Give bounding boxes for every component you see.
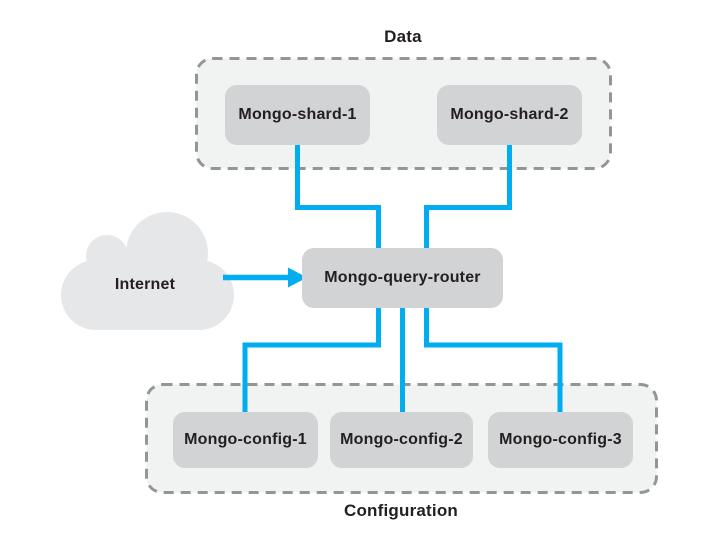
connector-shard1-router [295, 144, 381, 250]
configuration-group-label: Configuration [343, 501, 459, 520]
connector-router-config1 [242, 306, 381, 414]
internet-label: Internet [114, 276, 176, 293]
node-mongo-config-2: Mongo-config-2 [330, 412, 473, 468]
connector-shard2-router [424, 144, 512, 250]
node-mongo-config-1: Mongo-config-1 [173, 412, 318, 468]
arrow-internet-router [223, 267, 307, 288]
node-mongo-config-3: Mongo-config-3 [488, 412, 633, 468]
connector-router-config3 [424, 306, 563, 414]
node-mongo-query-router: Mongo-query-router [302, 248, 503, 308]
data-group-label: Data [384, 27, 422, 46]
node-mongo-shard-1: Mongo-shard-1 [225, 85, 370, 145]
node-mongo-shard-2: Mongo-shard-2 [437, 85, 582, 145]
cloud-icon [61, 212, 234, 330]
